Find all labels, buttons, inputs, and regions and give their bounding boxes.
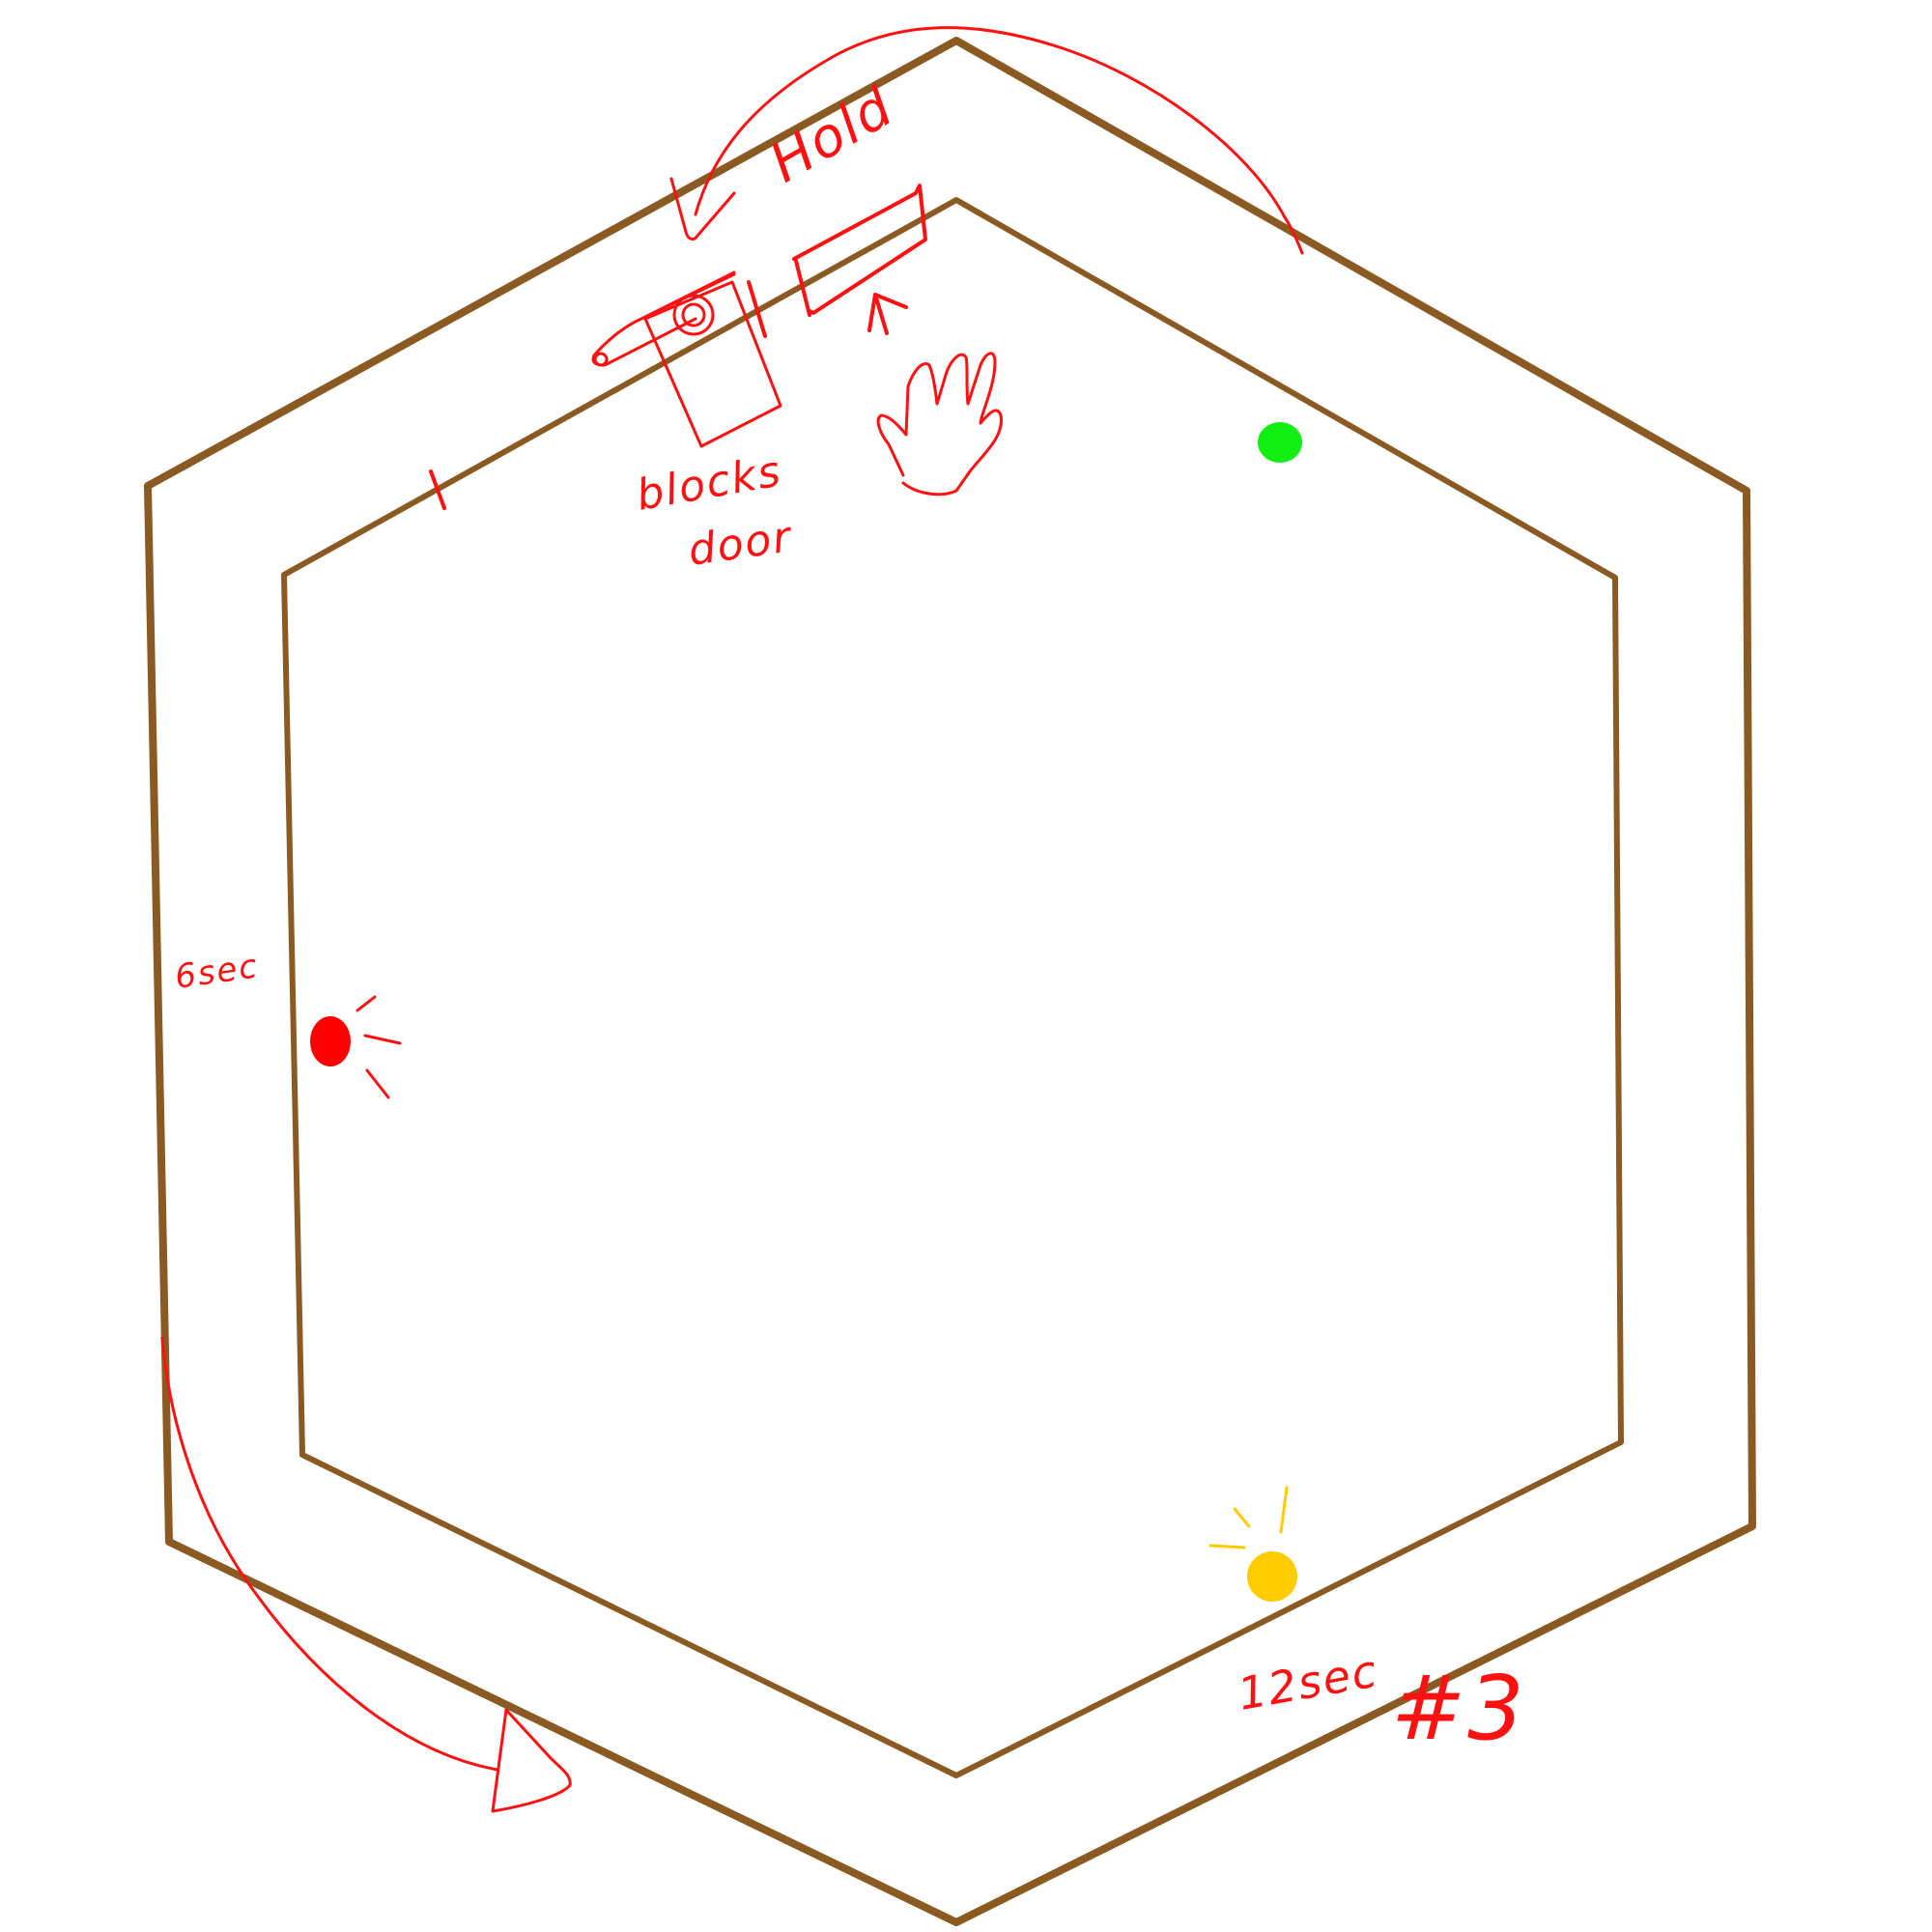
time-red-label: 6sec (173, 947, 262, 997)
curved-arrow-icon-bottom (160, 1336, 572, 1813)
hold-arrow (867, 293, 908, 335)
time-yellow-label: 12sec (1235, 1644, 1382, 1720)
lever-icon (591, 270, 782, 448)
blocks-label: blocks (633, 446, 785, 521)
outer-wall (144, 37, 1756, 1926)
door-marks (429, 259, 811, 510)
hold-label: Hold (760, 75, 905, 195)
door-tick-left (429, 469, 446, 510)
yellow-dot-rays (1208, 1486, 1289, 1549)
hand-icon (876, 352, 1003, 497)
green-dot (1258, 422, 1302, 463)
yellow-dot (1247, 1551, 1297, 1602)
hold-box (792, 184, 927, 335)
inner-wall (281, 197, 1624, 1778)
door-tick-mid (747, 280, 767, 338)
curved-arrow-icon-top (669, 26, 1304, 255)
red-dot (310, 1016, 351, 1066)
door-label: door (685, 512, 796, 576)
door-tick-right (794, 259, 811, 317)
red-dot-rays (355, 995, 402, 1099)
map-number-label: #3 (1391, 1657, 1526, 1760)
